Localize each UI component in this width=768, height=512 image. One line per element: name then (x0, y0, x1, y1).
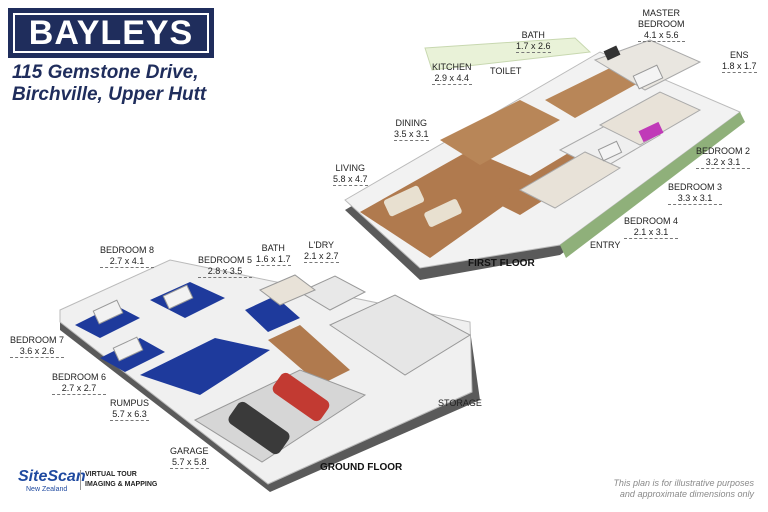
room-label-living: LIVING 5.8 x 4.7 (333, 163, 368, 186)
room-label-bedroom-6: BEDROOM 6 2.7 x 2.7 (52, 372, 107, 395)
room-label-garage: GARAGE 5.7 x 5.8 (170, 446, 209, 469)
room-label-bedroom-5: BEDROOM 5 2.8 x 3.5 (198, 255, 253, 278)
room-label-bedroom-8: BEDROOM 8 2.7 x 4.1 (100, 245, 155, 268)
sitescan-name: SiteScan (18, 468, 86, 485)
room-label-master-bedroom: MASTER BEDROOM 4.1 x 5.6 (638, 8, 685, 42)
room-label-laundry: L'DRY 2.1 x 2.7 (304, 240, 339, 263)
room-label-bedroom-4: BEDROOM 4 2.1 x 3.1 (624, 216, 679, 239)
room-label-bedroom-2: BEDROOM 2 3.2 x 3.1 (696, 146, 751, 169)
room-label-ensuite: ENS 1.8 x 1.7 (722, 50, 757, 73)
room-label-entry: ENTRY (590, 240, 621, 250)
ground-floor-title: GROUND FLOOR (320, 462, 403, 473)
room-label-bath-first: BATH 1.7 x 2.6 (516, 30, 551, 53)
room-label-dining: DINING 3.5 x 3.1 (394, 118, 429, 141)
room-label-bath-ground: BATH 1.6 x 1.7 (256, 243, 291, 266)
sitescan-logo: SiteScan New Zealand VIRTUAL TOUR IMAGIN… (10, 466, 180, 502)
room-label-toilet: TOILET (490, 66, 522, 76)
ground-floor-plan (59, 259, 480, 492)
room-label-storage: STORAGE (438, 398, 482, 408)
bayleys-logo: BAYLEYS (8, 8, 214, 58)
address-line-1: 115 Gemstone Drive, (12, 62, 199, 83)
sitescan-sub: New Zealand (26, 486, 68, 493)
room-label-kitchen: KITCHEN 2.9 x 4.4 (432, 62, 472, 85)
first-floor-title: FIRST FLOOR (468, 258, 535, 269)
address-line-2: Birchville, Upper Hutt (12, 84, 207, 105)
room-label-rumpus: RUMPUS 5.7 x 6.3 (110, 398, 150, 421)
disclaimer: This plan is for illustrative purposes a… (613, 478, 754, 499)
room-label-bedroom-7: BEDROOM 7 3.6 x 2.6 (10, 335, 65, 358)
room-label-bedroom-3: BEDROOM 3 3.3 x 3.1 (668, 182, 723, 205)
sitescan-tagline: VIRTUAL TOUR IMAGING & MAPPING (80, 470, 157, 490)
first-floor-plan (344, 37, 745, 280)
logo-text: BAYLEYS (28, 13, 194, 52)
